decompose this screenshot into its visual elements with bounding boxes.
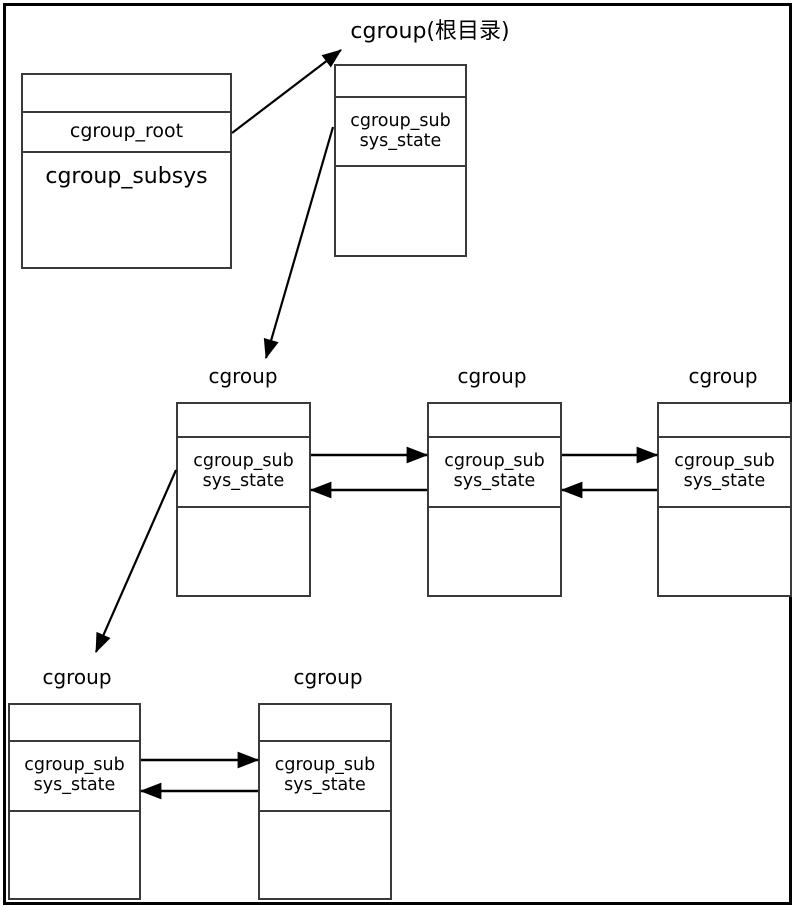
- cgroup-root-struct-box: cgroup_root cgroup_subsys: [21, 73, 232, 269]
- root-cgroup-caption: cgroup(根目录): [350, 19, 510, 44]
- mid-cgroup-2-caption: cgroup: [457, 364, 527, 388]
- root-cgroup-box: cgroup_sub sys_state: [334, 64, 467, 257]
- bottom-cgroup-1-caption: cgroup: [42, 665, 112, 689]
- mid-cgroup-2-row-0: [429, 404, 560, 438]
- bottom-cgroup-2-row-0: [260, 705, 390, 742]
- bottom-cgroup-2-caption: cgroup: [293, 665, 363, 689]
- bottom-cgroup-2-row-1: cgroup_sub sys_state: [260, 742, 390, 812]
- mid-cgroup-2-box: cgroup_sub sys_state: [427, 402, 562, 597]
- bottom-cgroup-1-row-1: cgroup_sub sys_state: [10, 742, 139, 812]
- mid-cgroup-1-row-2: [178, 508, 309, 595]
- mid-cgroup-1-caption: cgroup: [208, 364, 278, 388]
- mid-cgroup-3-caption: cgroup: [688, 364, 758, 388]
- mid-cgroup-1-box: cgroup_sub sys_state: [176, 402, 311, 597]
- bottom-cgroup-1-box: cgroup_sub sys_state: [8, 703, 141, 900]
- mid-cgroup-3-box: cgroup_sub sys_state: [657, 402, 792, 597]
- mid-cgroup-1-row-0: [178, 404, 309, 438]
- root-cgroup-row-0: [336, 66, 465, 98]
- mid-cgroup-3-row-2: [659, 508, 790, 595]
- root-cgroup-row-1: cgroup_sub sys_state: [336, 98, 465, 167]
- cgroup-root-struct-row-2: cgroup_subsys: [45, 163, 208, 189]
- bottom-cgroup-2-row-2: [260, 812, 390, 898]
- mid-cgroup-3-row-1: cgroup_sub sys_state: [659, 438, 790, 508]
- mid-cgroup-1-row-1: cgroup_sub sys_state: [178, 438, 309, 508]
- mid-cgroup-2-row-2: [429, 508, 560, 595]
- mid-cgroup-2-row-1: cgroup_sub sys_state: [429, 438, 560, 508]
- cgroup-root-struct-row-3: [23, 201, 230, 267]
- cgroup-root-struct-row-1: cgroup_root: [23, 113, 230, 153]
- bottom-cgroup-2-box: cgroup_sub sys_state: [258, 703, 392, 900]
- cgroup-root-struct-row-0: [23, 75, 230, 113]
- root-cgroup-row-2: [336, 167, 465, 255]
- bottom-cgroup-1-row-0: [10, 705, 139, 742]
- bottom-cgroup-1-row-2: [10, 812, 139, 898]
- mid-cgroup-3-row-0: [659, 404, 790, 438]
